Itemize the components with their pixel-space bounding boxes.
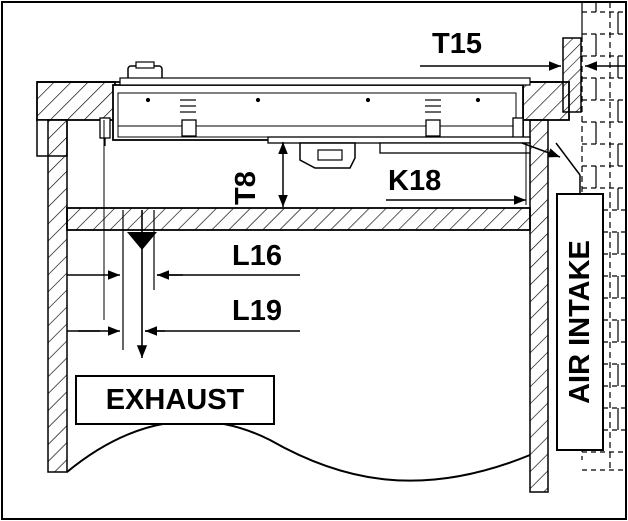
right-shaft-wall — [529, 119, 549, 493]
exhaust-label: EXHAUST — [75, 375, 275, 425]
left-shaft-wall — [36, 119, 68, 473]
break-line — [66, 420, 531, 482]
k18-label: K18 — [388, 165, 442, 197]
false-ceiling — [66, 207, 531, 231]
l16-label: L16 — [232, 240, 282, 272]
t8-label: T8 — [230, 171, 262, 205]
exhaust-marker-icon — [127, 232, 157, 250]
k18-dimension — [386, 143, 527, 205]
ac-unit — [99, 61, 531, 169]
l19-label: L19 — [232, 295, 282, 327]
exhaust-flow — [103, 120, 157, 358]
air-intake-label: AIR INTAKE — [556, 193, 604, 451]
t15-label: T15 — [432, 28, 482, 60]
